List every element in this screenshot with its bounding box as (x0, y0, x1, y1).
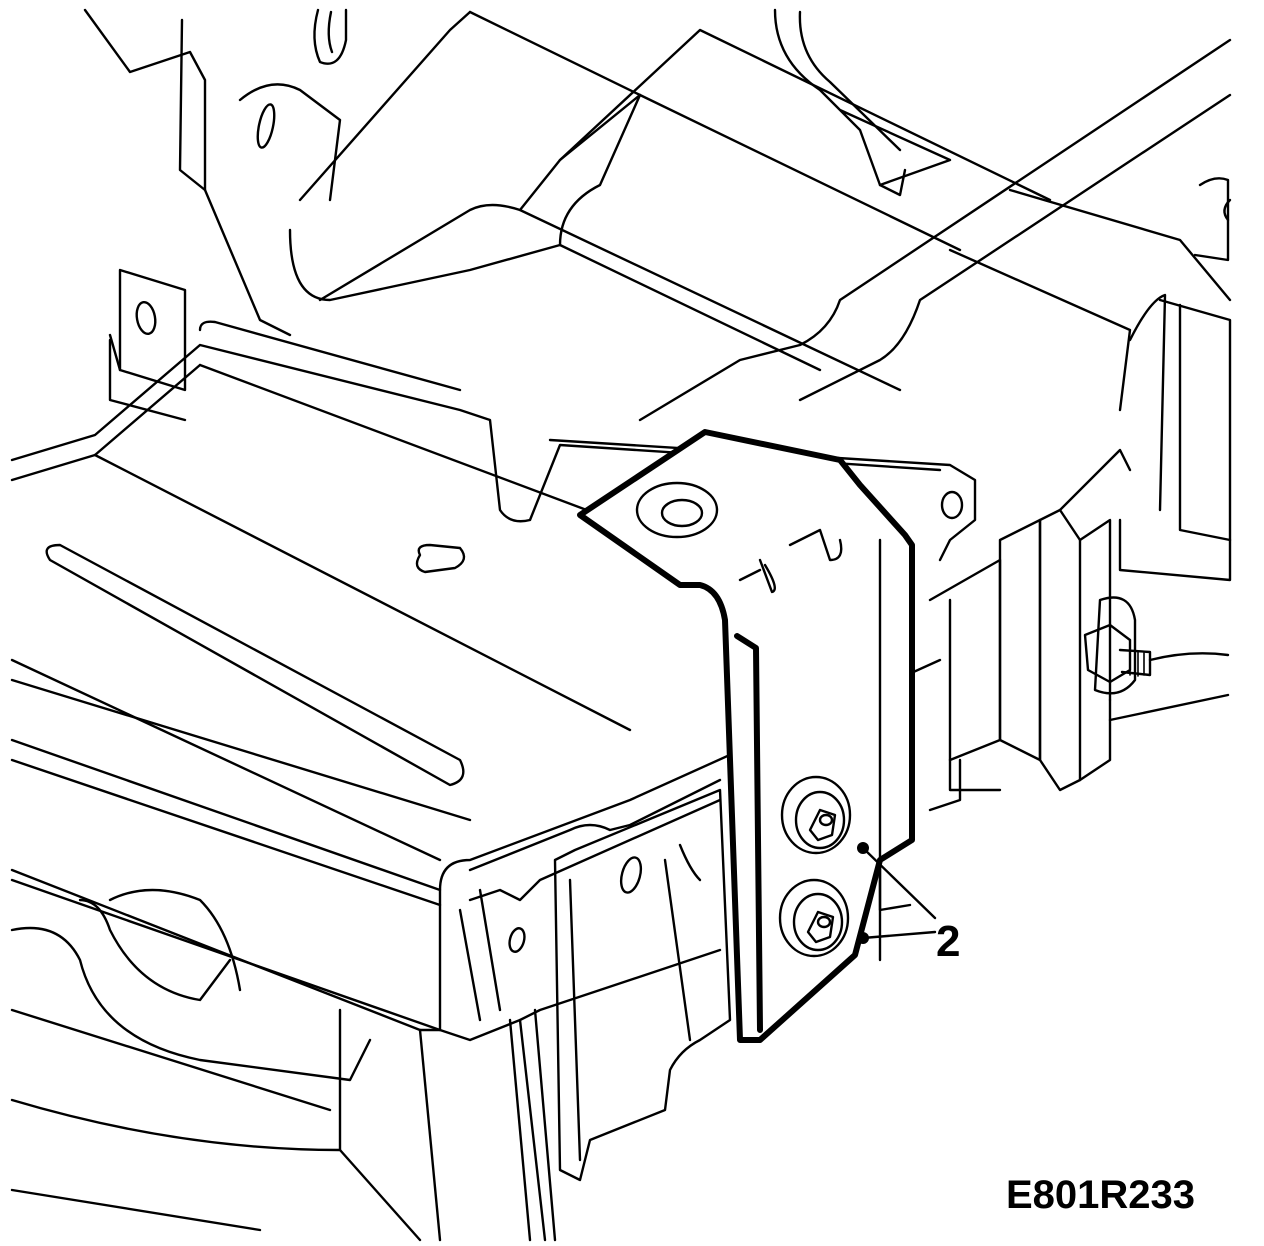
lower-bracket-plate (553, 788, 732, 1182)
mounting-bracket (548, 429, 977, 1043)
bolt-upper (780, 775, 852, 855)
figure-code: E801R233 (1006, 1173, 1196, 1217)
lower-housing (10, 888, 557, 1242)
callout-leaders (857, 842, 937, 944)
upper-body-structure (83, 8, 1232, 422)
callout-number-label: 2 (936, 917, 961, 966)
bolt-lower (778, 878, 850, 958)
right-side-structure (928, 293, 1232, 812)
